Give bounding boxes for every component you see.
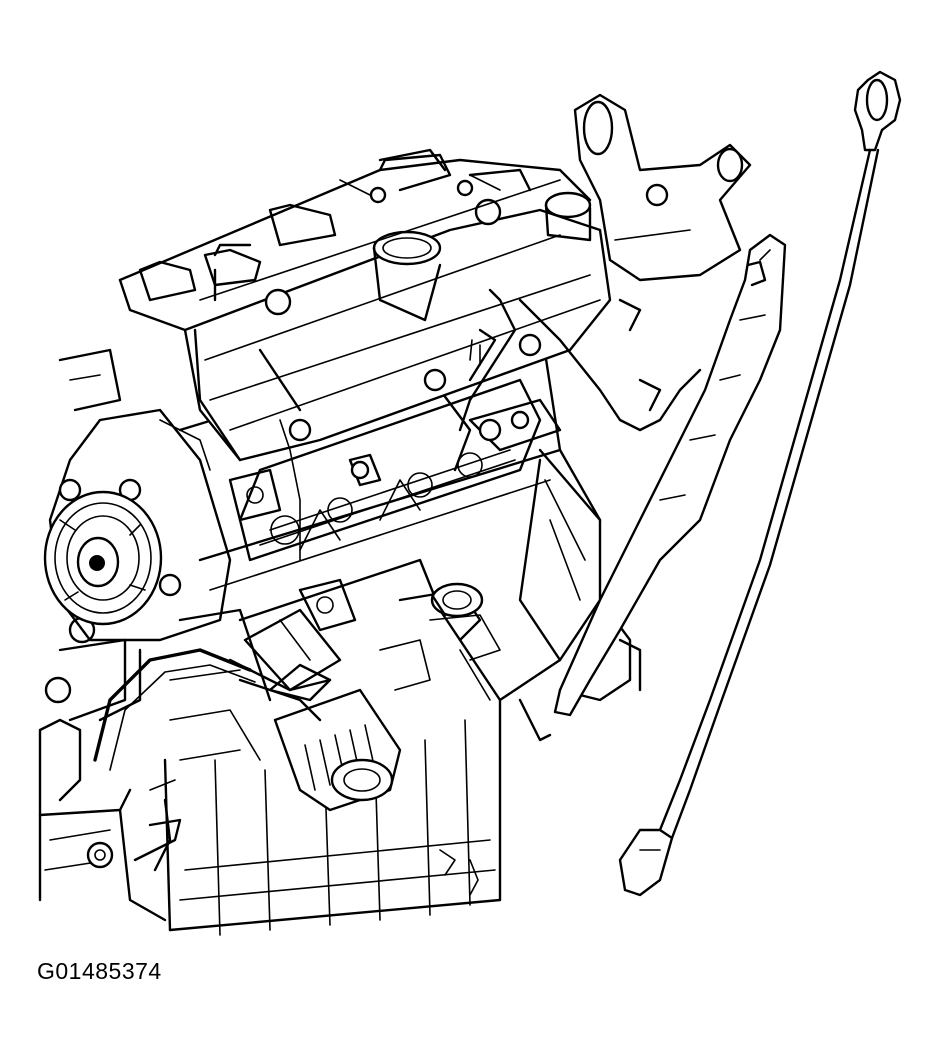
intake-manifold	[118, 153, 592, 332]
cylinder-head	[238, 378, 562, 562]
wiring-harness	[93, 288, 702, 872]
oil-pan	[163, 608, 502, 936]
figure-code: G01485374	[37, 958, 162, 984]
crankshaft-pulley	[43, 490, 163, 626]
sensor-fitting	[228, 453, 484, 632]
spark-plug-wells	[213, 148, 532, 257]
oil-filter	[243, 608, 402, 812]
lifting-bracket	[573, 93, 752, 332]
dipstick-tube	[553, 233, 787, 717]
oil-dipstick	[618, 70, 902, 897]
valve-cover	[183, 191, 612, 462]
